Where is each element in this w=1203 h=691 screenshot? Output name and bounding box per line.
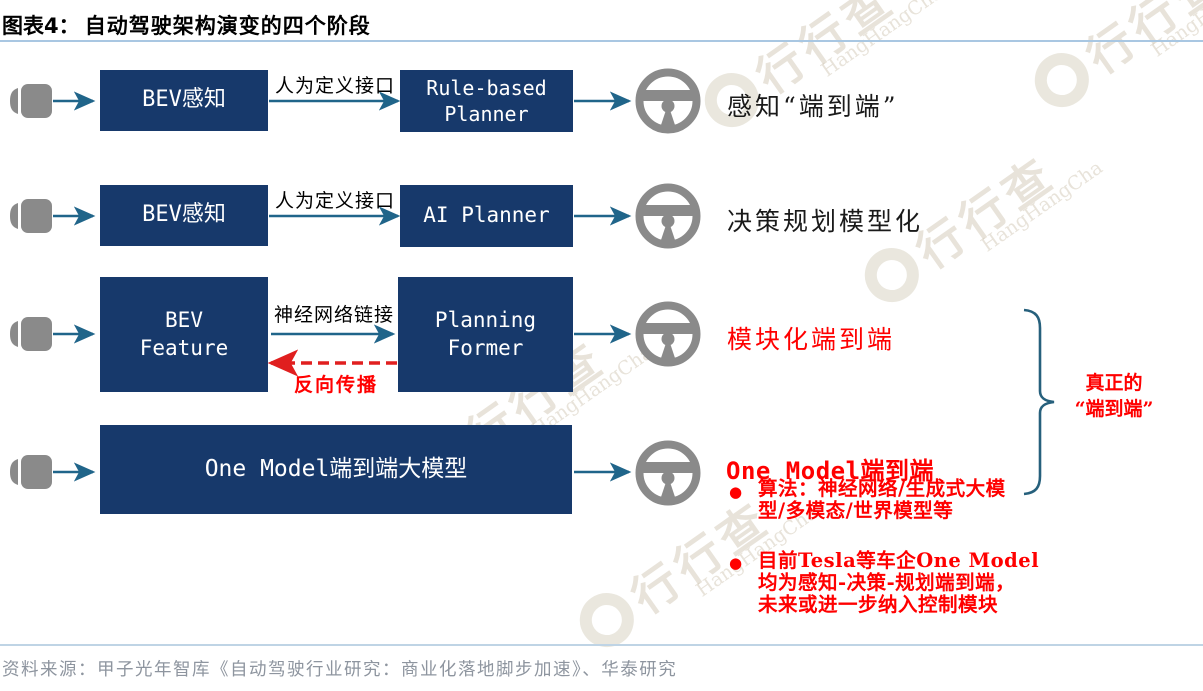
title-divider <box>0 40 1203 42</box>
row4-bullet-2: 目前Tesla等车企One Model 均为感知-决策-规划端到端， 未来或进一… <box>758 550 1039 616</box>
row1-result-label: 感知“端到端” <box>727 92 899 121</box>
grouping-bracket <box>1023 308 1055 496</box>
figure-number: 图表4： <box>2 14 80 38</box>
watermark-ring-icon <box>569 582 645 658</box>
camera-icon <box>8 451 52 493</box>
row2-result-label: 决策规划模型化 <box>727 207 924 236</box>
row1-planner-box: Rule-based Planner <box>400 70 573 132</box>
watermark-ring-icon <box>854 237 930 313</box>
camera-icon <box>8 80 52 122</box>
row1-planner-label-line2: Planner <box>444 102 529 126</box>
row3-nn-link-label: 神经网络链接 <box>273 304 394 326</box>
row3-bev-feature-line2: Feature <box>139 335 229 360</box>
watermark-latin: HangHangCha <box>1147 0 1203 62</box>
row1-interface-label: 人为定义接口 <box>274 75 395 97</box>
source-divider <box>0 644 1203 646</box>
bullet2-line2: 均为感知-决策-规划端到端， <box>758 571 1016 594</box>
source-text: 资料来源：甲子光年智库《自动驾驶行业研究：商业化落地脚步加速》、华泰研究 <box>2 660 678 680</box>
bullet2-line1: 目前Tesla等车企One Model <box>758 549 1040 572</box>
bullet1-line1: 算法：神经网络/生成式大模 <box>758 477 1006 500</box>
watermark: 行行查 HangHangCha <box>1021 0 1203 123</box>
bracket-label: 真正的 “端到端” <box>1056 370 1172 422</box>
camera-icon <box>8 195 52 237</box>
row2-perception-box: BEV感知 <box>100 185 268 246</box>
row3-result-label: 模块化端到端 <box>727 325 896 354</box>
row1-perception-box: BEV感知 <box>100 70 268 131</box>
row3-planning-former-line1: Planning <box>434 308 537 333</box>
row2-planner-label: AI Planner <box>423 203 550 228</box>
row3-bev-feature-line1: BEV <box>165 308 203 333</box>
row3-planning-former-box: Planning Former <box>398 277 573 392</box>
row4-one-model-label: One Model端到端大模型 <box>204 455 468 482</box>
row3-backprop-label: 反向传播 <box>293 374 378 396</box>
row4-bullet-1: 算法：神经网络/生成式大模 型/多模态/世界模型等 <box>758 478 1006 522</box>
watermark-latin: HangHangCha <box>977 156 1107 257</box>
bullet1-line2: 型/多模态/世界模型等 <box>758 499 954 522</box>
steering-wheel-icon <box>635 301 701 367</box>
watermark: 行行查 HangHangCha <box>566 483 822 662</box>
figure-title: 图表4： 自动驾驶架构演变的四个阶段 <box>2 10 371 40</box>
row4-one-model-box: One Model端到端大模型 <box>100 425 572 514</box>
steering-wheel-icon <box>635 68 701 134</box>
camera-icon <box>8 313 52 355</box>
row2-perception-label: BEV感知 <box>142 202 226 228</box>
row3-bev-feature-box: BEV Feature <box>100 277 268 392</box>
watermark-ring-icon <box>1024 42 1100 118</box>
figure-title-text: 自动驾驶架构演变的四个阶段 <box>84 13 371 38</box>
row3-planning-former-line2: Former <box>447 335 524 360</box>
bracket-label-line2: “端到端” <box>1074 398 1154 420</box>
steering-wheel-icon <box>635 440 701 506</box>
row1-perception-label: BEV感知 <box>142 87 226 113</box>
bullet2-line3: 未来或进一步纳入控制模块 <box>758 593 999 616</box>
row4-result-heading: One Model端到端 <box>726 457 935 485</box>
row1-planner-label-line1: Rule-based <box>426 76 547 100</box>
row2-interface-label: 人为定义接口 <box>274 190 395 212</box>
bracket-label-line1: 真正的 <box>1085 372 1143 394</box>
watermark-cjk: 行行查 <box>906 145 1066 280</box>
watermark-cjk: 行行查 <box>1076 0 1203 85</box>
bullet-dot-icon: ● <box>729 483 743 501</box>
row2-planner-box: AI Planner <box>400 185 573 247</box>
steering-wheel-icon <box>635 183 701 249</box>
bullet-dot-icon: ● <box>729 554 743 572</box>
